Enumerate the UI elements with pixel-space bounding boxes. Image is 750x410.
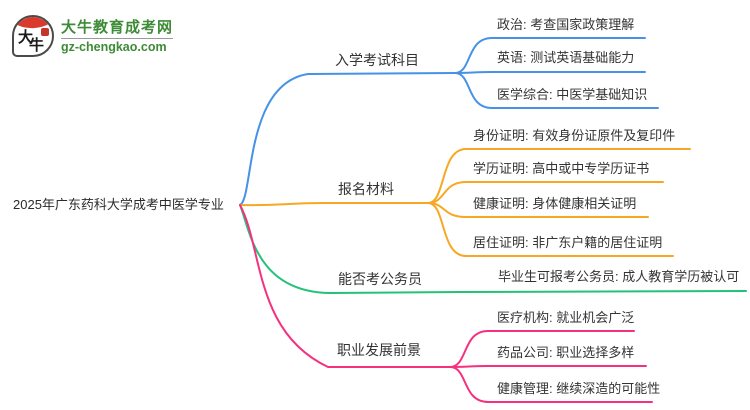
child-node-residence-proof[interactable]: 居住证明: 非广东户籍的居住证明: [473, 235, 663, 250]
branch-label-civil-service[interactable]: 能否考公务员: [338, 271, 422, 287]
underline-politics: [454, 37, 646, 74]
branch-label-application-materials[interactable]: 报名材料: [338, 181, 394, 197]
branch-curve-civil-service: [239, 204, 461, 294]
child-node-politics[interactable]: 政治: 考查国家政策理解: [497, 17, 635, 32]
logo-divider: [61, 37, 174, 39]
child-node-medical-comprehensive[interactable]: 医学综合: 中医学基础知识: [497, 87, 648, 102]
site-logo-bubble-icon: 大 牛: [12, 15, 54, 57]
logo-char: 大: [18, 29, 34, 46]
branch-label-career-prospects[interactable]: 职业发展前景: [337, 342, 421, 358]
branch-curve-application-materials: [239, 202, 429, 207]
logo-seal-icon: [41, 28, 49, 36]
underline-residence-proof: [427, 202, 674, 257]
underline-english: [454, 71, 646, 74]
underline-civil-service-eligible: [459, 290, 747, 293]
site-logo: 大 牛 大牛教育成考网 gz-chengkao.com: [12, 15, 174, 57]
child-node-english[interactable]: 英语: 测试英语基础能力: [497, 50, 635, 65]
underline-pharma-companies: [449, 365, 647, 368]
child-node-health-management[interactable]: 健康管理: 继续深造的可能性: [497, 381, 661, 396]
site-url: gz-chengkao.com: [61, 39, 167, 54]
branch-curve-career-prospects: [239, 204, 451, 368]
child-node-civil-service-eligible[interactable]: 毕业生可报考公务员: 成人教育学历被认可: [498, 269, 740, 284]
child-node-pharma-companies[interactable]: 药品公司: 职业选择多样: [497, 345, 635, 360]
child-node-education-proof[interactable]: 学历证明: 高中或中专学历证书: [473, 161, 650, 176]
underline-medical-comprehensive: [454, 72, 659, 109]
child-node-id-proof[interactable]: 身份证明: 有效身份证原件及复印件: [473, 128, 676, 143]
underline-medical-institutions: [449, 330, 635, 368]
branch-label-exam-subjects[interactable]: 入学考试科目: [335, 52, 419, 68]
underline-health-management: [449, 366, 653, 403]
branch-curve-exam-subjects: [239, 72, 456, 206]
child-node-health-proof[interactable]: 健康证明: 身体健康相关证明: [473, 196, 637, 211]
site-logo-text: 大牛教育成考网 gz-chengkao.com: [61, 18, 174, 54]
underline-id-proof: [427, 148, 691, 204]
site-name: 大牛教育成考网: [61, 18, 174, 36]
underline-education-proof: [427, 181, 664, 204]
root-node-title[interactable]: 2025年广东药科大学成考中医学专业: [13, 197, 224, 212]
child-node-medical-institutions[interactable]: 医疗机构: 就业机会广泛: [497, 310, 635, 325]
logo-char: 牛: [29, 37, 45, 54]
